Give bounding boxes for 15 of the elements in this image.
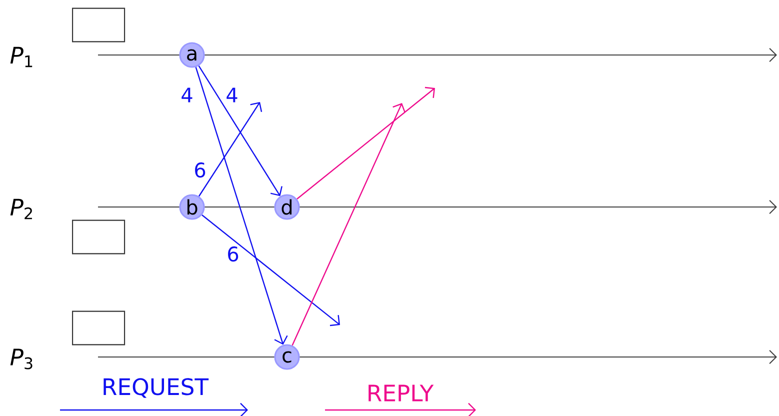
empty-box: [72, 220, 126, 254]
empty-box: [72, 8, 126, 42]
legend-label: REPLY: [368, 384, 434, 402]
edge-label: 4: [182, 88, 192, 102]
arrow: [198, 102, 262, 197]
edge-label: 6: [195, 162, 206, 178]
arrow: [198, 66, 282, 196]
arrow: [202, 214, 340, 326]
edge-label: 4: [226, 88, 238, 102]
empty-box: [72, 310, 126, 346]
arrow: [296, 86, 435, 200]
arrow: [292, 103, 406, 346]
arrow: [195, 67, 288, 345]
legend-label: REQUEST: [104, 378, 209, 398]
edge-label: 6: [228, 246, 238, 262]
